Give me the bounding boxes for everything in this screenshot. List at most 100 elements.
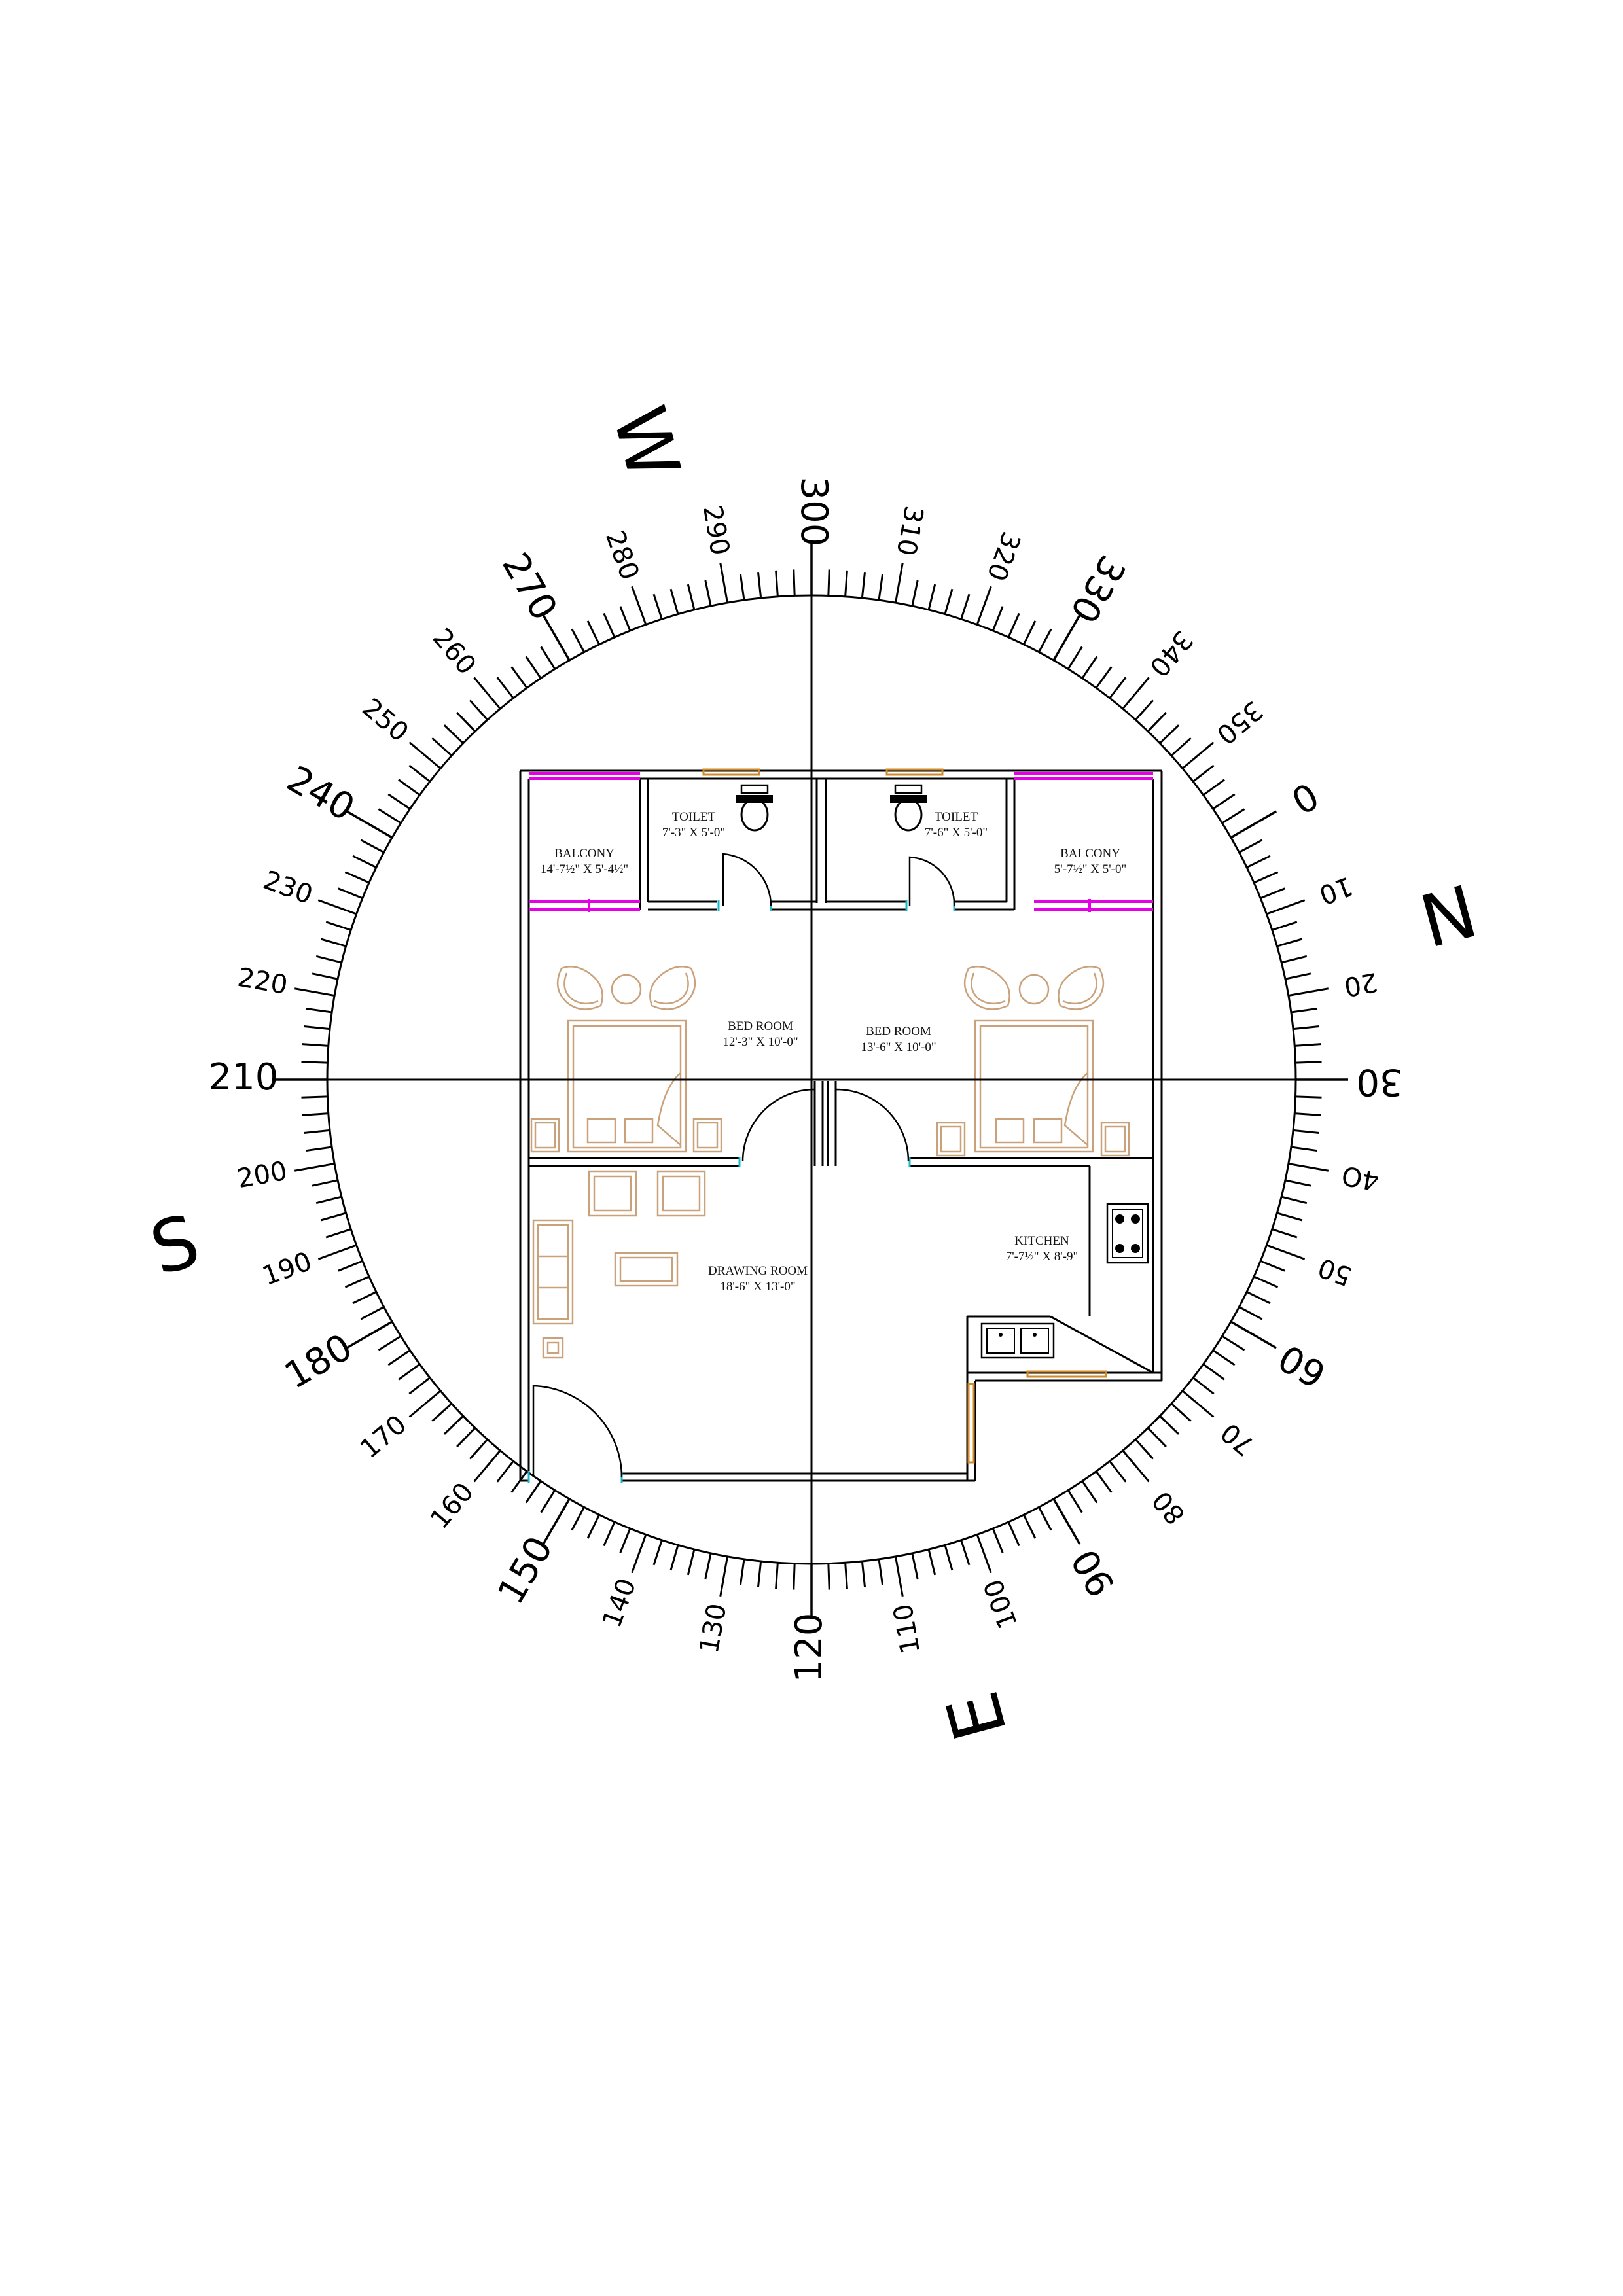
compass-tick: [687, 1549, 696, 1576]
compass-tick: [1181, 1390, 1215, 1418]
compass-tick: [1291, 1146, 1317, 1152]
compass-tick: [1253, 871, 1279, 884]
compass-tick: [1181, 741, 1215, 769]
label-bedroom-right-size: 13'-6" X 10'-0": [861, 1040, 936, 1054]
compass-tick: [1294, 1112, 1321, 1116]
compass-tick: [586, 620, 600, 645]
compass-tick: [1272, 921, 1298, 931]
compass-tick: [443, 1415, 464, 1435]
compass-tick: [1272, 1228, 1298, 1239]
compass-degree-label: 340: [1143, 625, 1198, 682]
compass-tick: [325, 921, 351, 931]
compass-tick: [456, 1427, 476, 1448]
compass-tick: [352, 1291, 377, 1305]
compass-tick: [378, 1335, 402, 1351]
compass-south-label: S: [142, 1199, 208, 1292]
compass-tick: [991, 606, 1004, 631]
compass-tick: [1122, 1449, 1150, 1483]
compass-tick: [344, 871, 370, 884]
compass-tick: [1202, 1363, 1225, 1381]
compass-tick: [775, 570, 779, 597]
compass-degree-label: 230: [259, 865, 316, 910]
compass-tick: [302, 1043, 329, 1047]
compass-degree-label: 180: [277, 1326, 359, 1398]
compass-tick: [1212, 793, 1236, 810]
compass-tick: [739, 1559, 745, 1585]
compass-degree-label: 150: [490, 1529, 562, 1611]
compass-tick: [338, 1260, 363, 1272]
compass-tick: [1246, 855, 1271, 868]
compass-degree-label: 140: [597, 1574, 642, 1631]
compass-tick: [704, 580, 712, 607]
compass-tick: [603, 612, 616, 638]
compass-tick: [895, 1556, 904, 1597]
compass-tick: [1109, 677, 1127, 699]
compass-degree-label: 220: [236, 963, 290, 1001]
compass-tick: [976, 586, 992, 626]
compass-tick: [315, 955, 342, 964]
compass-tick: [652, 593, 663, 620]
compass-tick: [1052, 1498, 1081, 1545]
compass-tick: [1147, 711, 1167, 732]
compass-tick: [631, 1534, 647, 1574]
compass-tick: [456, 711, 476, 732]
compass-tick: [1159, 1415, 1180, 1435]
compass-degree-label: 190: [259, 1246, 315, 1292]
label-toilet-left-name: TOILET: [672, 810, 716, 824]
compass-tick: [1260, 887, 1285, 900]
compass-tick: [325, 1228, 351, 1239]
compass-tick: [320, 938, 347, 947]
compass-tick: [976, 1534, 992, 1574]
bedroom-left-furniture: [530, 965, 722, 1153]
compass-tick: [619, 606, 632, 631]
compass-tick: [619, 1528, 632, 1553]
label-toilet-left-size: 7'-3" X 5'-0": [662, 826, 725, 839]
compass-tick: [510, 666, 528, 689]
compass-tick: [944, 588, 954, 615]
compass-degree-label: 270: [493, 546, 565, 627]
compass-tick: [1038, 628, 1052, 653]
compass-tick: [1023, 620, 1037, 645]
compass-tick: [631, 586, 647, 626]
compass-tick: [408, 1377, 431, 1395]
compass-tick: [1202, 779, 1225, 796]
compass-tick: [315, 1195, 342, 1205]
compass-tick: [1135, 1438, 1154, 1460]
compass-tick: [387, 793, 411, 810]
compass-tick: [306, 1146, 332, 1152]
compass-tick: [1159, 724, 1180, 745]
compass-tick: [1281, 1195, 1308, 1205]
compass-tick: [317, 899, 357, 915]
compass-tick: [1109, 1460, 1127, 1483]
compass-tick: [1288, 1163, 1329, 1172]
compass-tick: [1293, 1129, 1319, 1135]
door-toilet-right: [908, 856, 955, 907]
compass-tick: [652, 1540, 663, 1566]
label-bedroom-left-name: BED ROOM: [728, 1019, 793, 1033]
compass-tick: [317, 1244, 357, 1260]
compass-tick: [1067, 1489, 1083, 1513]
compass-tick: [1122, 677, 1150, 710]
compass-degree-label: 330: [1061, 548, 1133, 629]
kitchen-stove: [1106, 1203, 1149, 1264]
compass-tick: [1038, 1506, 1052, 1531]
compass-tick: [1230, 810, 1277, 839]
label-balcony-right-name: BALCONY: [1060, 847, 1120, 860]
compass-degree-label: 110: [888, 1602, 927, 1656]
compass-tick: [944, 1544, 954, 1571]
label-toilet-right-name: TOILET: [935, 810, 978, 824]
door-main: [532, 1385, 623, 1478]
label-drawing-room-size: 18'-6" X 13'-0": [720, 1280, 795, 1294]
compass-tick: [1170, 737, 1192, 756]
compass-tick: [443, 724, 464, 745]
compass-tick: [1281, 955, 1308, 964]
wc-toilet-left: [736, 784, 773, 832]
window-drawing-east: [967, 1383, 975, 1464]
compass-tick: [1212, 1349, 1236, 1366]
compass-degree-label: 280: [599, 527, 645, 584]
compass-tick: [1192, 764, 1215, 783]
compass-degree-label: 120: [788, 1613, 830, 1683]
compass-tick: [1147, 1427, 1167, 1448]
compass-tick: [1052, 614, 1081, 662]
